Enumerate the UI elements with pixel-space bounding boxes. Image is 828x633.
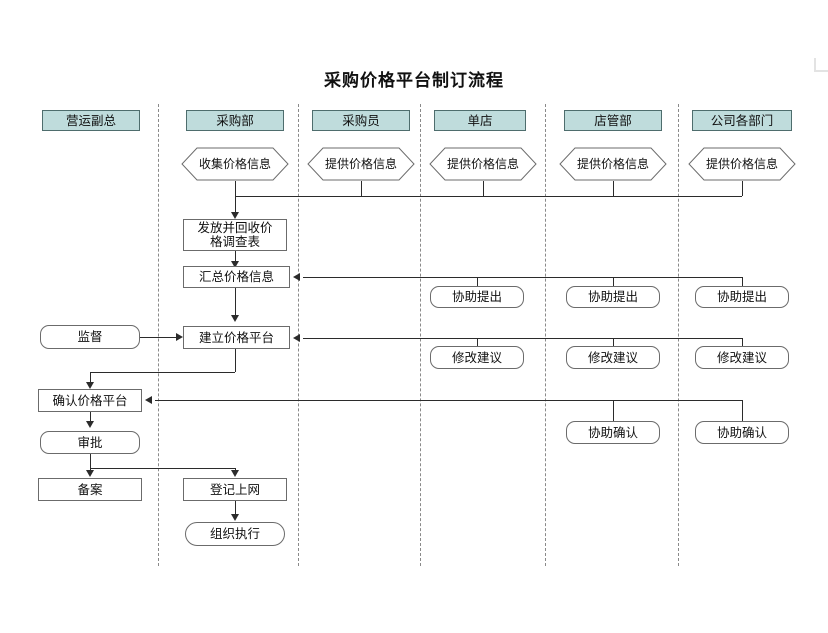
arrow-approve-to-register — [230, 470, 239, 477]
connector-revision-stem-dept — [742, 338, 743, 346]
lane-header-buyer: 采购员 — [312, 110, 410, 131]
arrow-confirm-to-approve — [85, 421, 94, 428]
arrow-assist-confirm-to-confirm — [145, 395, 152, 404]
connector-survey-to-aggregate — [235, 251, 236, 265]
node-assist-submit-store: 协助提出 — [430, 286, 524, 308]
connector-collection-bus — [235, 196, 742, 197]
node-approve: 审批 — [40, 431, 140, 454]
arrow-assist-submit-to-aggregate — [293, 272, 300, 281]
connector-hex-stem-2 — [361, 181, 362, 196]
node-aggregate-price-info: 汇总价格信息 — [183, 266, 290, 288]
node-label: 建立价格平台 — [198, 330, 274, 345]
node-label: 组织执行 — [209, 527, 260, 541]
node-label: 发放并回收价格调查表 — [197, 221, 273, 249]
node-provide-price-info-store: 提供价格信息 — [429, 147, 537, 181]
connector-register-to-execute — [235, 501, 236, 517]
lane-header-purchasing: 采购部 — [186, 110, 284, 131]
node-label: 备案 — [77, 482, 103, 497]
lane-divider-1 — [158, 104, 159, 566]
node-assist-confirm-dept: 协助确认 — [695, 421, 789, 444]
node-collect-price-info: 收集价格信息 — [181, 147, 289, 181]
connector-bus-to-survey — [235, 196, 236, 215]
node-build-platform: 建立价格平台 — [183, 326, 290, 349]
node-issue-recover-survey: 发放并回收价格调查表 — [183, 219, 287, 251]
corner-mark-icon — [814, 58, 828, 72]
lane-header-ops-vp: 营运副总 — [42, 110, 140, 131]
node-label: 提供价格信息 — [324, 156, 397, 171]
node-label: 监督 — [77, 330, 103, 344]
node-confirm-platform: 确认价格平台 — [38, 389, 142, 412]
connector-build-to-confirm — [90, 372, 91, 385]
node-label: 登记上网 — [209, 482, 260, 497]
connector-confirm-to-approve — [90, 412, 91, 424]
node-label: 协助提出 — [451, 290, 502, 304]
lane-header-store-mgmt: 店管部 — [564, 110, 662, 131]
arrow-approve-to-record — [85, 470, 94, 477]
node-assist-submit-mgmt: 协助提出 — [566, 286, 660, 308]
node-label: 提供价格信息 — [705, 156, 778, 171]
node-label: 修改建议 — [716, 350, 767, 365]
connector-revision-stem-mgmt — [613, 338, 614, 346]
node-revision-advice-store: 修改建议 — [430, 346, 524, 369]
connector-assist-submit-stem-dept — [742, 277, 743, 286]
node-provide-price-info-dept: 提供价格信息 — [688, 147, 796, 181]
arrow-build-to-confirm — [85, 382, 94, 389]
connector-approve-down — [90, 454, 91, 468]
node-register-online: 登记上网 — [183, 478, 287, 501]
node-label: 提供价格信息 — [446, 156, 519, 171]
node-label: 确认价格平台 — [52, 393, 128, 408]
node-assist-submit-dept: 协助提出 — [695, 286, 789, 308]
node-supervise: 监督 — [40, 325, 140, 349]
node-revision-advice-mgmt: 修改建议 — [566, 346, 660, 369]
arrow-revision-to-build — [293, 333, 300, 342]
connector-assist-confirm-stem-dept — [742, 400, 743, 421]
node-file-record: 备案 — [38, 478, 142, 501]
node-assist-confirm-mgmt: 协助确认 — [566, 421, 660, 444]
node-provide-price-info-mgmt: 提供价格信息 — [559, 147, 667, 181]
node-label: 汇总价格信息 — [198, 270, 274, 284]
node-organize-execution: 组织执行 — [185, 522, 285, 546]
arrow-survey-to-aggregate — [230, 261, 239, 268]
lane-divider-5 — [678, 104, 679, 566]
node-label: 修改建议 — [587, 350, 638, 365]
lane-divider-3 — [420, 104, 421, 566]
node-label: 收集价格信息 — [198, 156, 271, 171]
connector-hex-stem-1 — [235, 181, 236, 196]
connector-hex-stem-5 — [742, 181, 743, 196]
connector-revision-stem-store — [477, 338, 478, 346]
connector-assist-confirm-bus — [155, 400, 742, 401]
node-provide-price-info-buyer: 提供价格信息 — [307, 147, 415, 181]
node-label: 协助确认 — [587, 425, 638, 440]
node-label: 协助提出 — [587, 290, 638, 304]
connector-assist-submit-bus — [303, 277, 742, 278]
arrow-supervise-to-build — [176, 332, 183, 341]
connector-approve-right — [90, 468, 235, 469]
arrow-aggregate-to-build — [230, 315, 239, 322]
node-revision-advice-dept: 修改建议 — [695, 346, 789, 369]
node-label: 协助提出 — [716, 290, 767, 304]
lane-header-single-store: 单店 — [434, 110, 526, 131]
lane-divider-4 — [545, 104, 546, 566]
node-label: 提供价格信息 — [576, 156, 649, 171]
connector-aggregate-to-build — [235, 288, 236, 319]
arrow-register-to-execute — [230, 514, 239, 521]
page-title: 采购价格平台制订流程 — [324, 71, 504, 90]
connector-supervise-to-build — [140, 337, 177, 338]
connector-build-left — [90, 372, 235, 373]
connector-hex-stem-4 — [613, 181, 614, 196]
arrow-bus-to-survey — [230, 212, 239, 219]
node-label: 审批 — [77, 435, 103, 450]
connector-assist-confirm-stem-mgmt — [613, 400, 614, 421]
connector-assist-submit-stem-mgmt — [613, 277, 614, 286]
lane-header-departments: 公司各部门 — [692, 110, 792, 131]
connector-build-down — [235, 349, 236, 372]
node-label: 协助确认 — [716, 425, 767, 440]
node-label: 修改建议 — [451, 350, 502, 365]
connector-hex-stem-3 — [483, 181, 484, 196]
connector-assist-submit-stem-store — [477, 277, 478, 286]
connector-revision-bus — [303, 338, 742, 339]
